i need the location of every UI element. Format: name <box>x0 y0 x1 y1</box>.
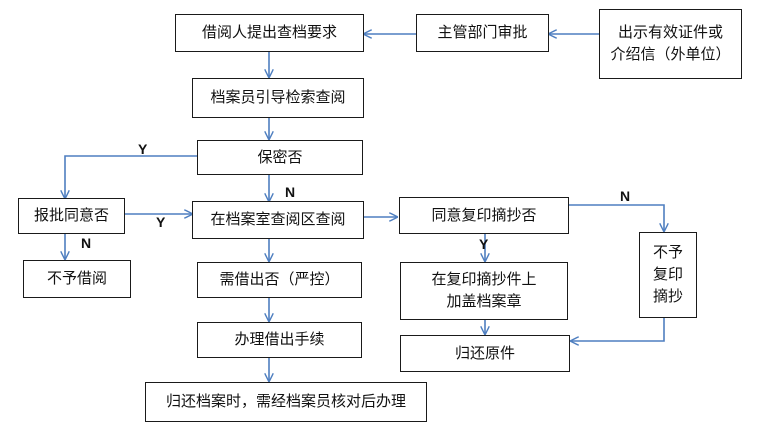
arrow-nocopy-to-return <box>571 318 665 341</box>
copy-agree-box: 同意复印摘抄否 <box>399 197 569 234</box>
confidential-check-box: 保密否 <box>197 140 363 175</box>
report-approval-box: 报批同意否 <box>18 198 125 234</box>
need-borrow-box: 需借出否（严控） <box>197 262 362 298</box>
read-in-room-box: 在档案室查阅区查阅 <box>192 201 364 239</box>
no-lend-box: 不予借阅 <box>23 260 131 298</box>
label-n-copy: N <box>620 188 631 204</box>
arrow-confidential-to-report <box>65 155 197 198</box>
borrow-procedure-box: 办理借出手续 <box>197 322 362 358</box>
applicant-request-box: 借阅人提出查档要求 <box>175 14 364 52</box>
label-y-copy: Y <box>479 236 489 252</box>
no-copy-box: 不予 复印 摘抄 <box>639 232 697 318</box>
label-y-report: Y <box>156 214 166 230</box>
arrow-copy-to-nocopy <box>569 204 664 231</box>
label-y-confidential: Y <box>138 141 148 157</box>
label-n-report: N <box>81 235 92 251</box>
show-credentials-box: 出示有效证件或 介绍信（外单位） <box>599 9 742 79</box>
return-original-box: 归还原件 <box>400 335 570 372</box>
archivist-guide-box: 档案员引导检索查阅 <box>192 78 364 118</box>
stamp-copy-box: 在复印摘抄件上 加盖档案章 <box>400 262 568 320</box>
return-check-box: 归还档案时，需经档案员核对后办理 <box>145 382 427 422</box>
label-n-confidential: N <box>285 184 296 200</box>
supervisor-approval-box: 主管部门审批 <box>416 14 549 52</box>
